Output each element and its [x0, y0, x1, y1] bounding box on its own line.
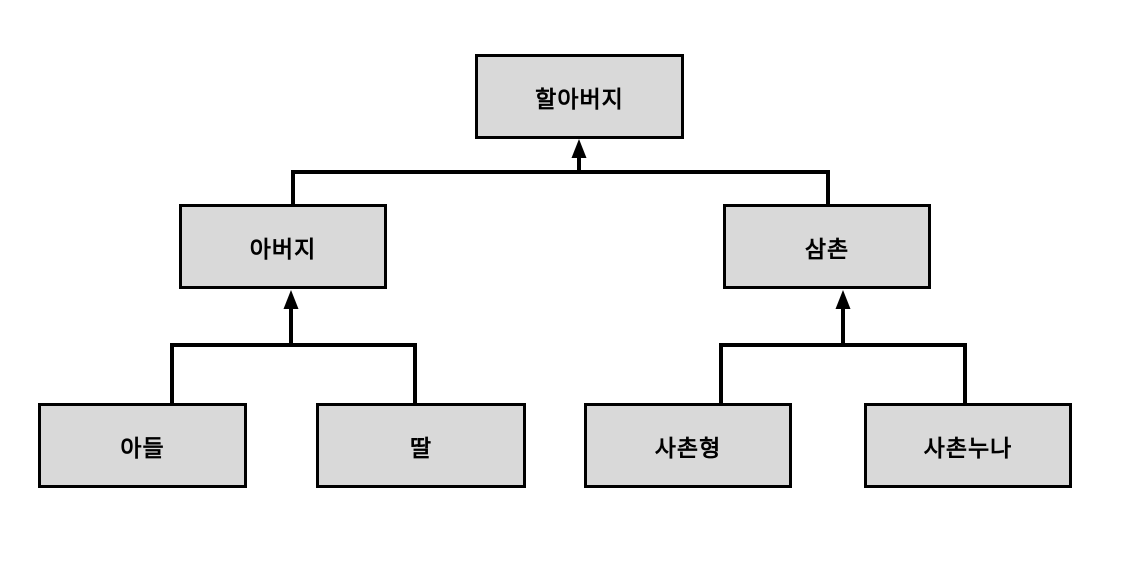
arrow-up-icon — [283, 290, 299, 309]
arrow-up-icon — [835, 290, 851, 309]
node-cousin-older-sister: 사촌누나 — [864, 403, 1072, 488]
connector-father-group — [170, 290, 417, 403]
node-uncle: 삼촌 — [723, 204, 931, 289]
node-son: 아들 — [38, 403, 247, 488]
node-father: 아버지 — [179, 204, 387, 289]
node-daughter: 딸 — [316, 403, 526, 488]
connector-uncle-group — [719, 290, 967, 403]
node-grandfather: 할아버지 — [475, 54, 684, 139]
node-cousin-older-brother: 사촌형 — [584, 403, 792, 488]
connector-grandfather-group — [291, 139, 830, 204]
arrow-up-icon — [571, 139, 587, 158]
